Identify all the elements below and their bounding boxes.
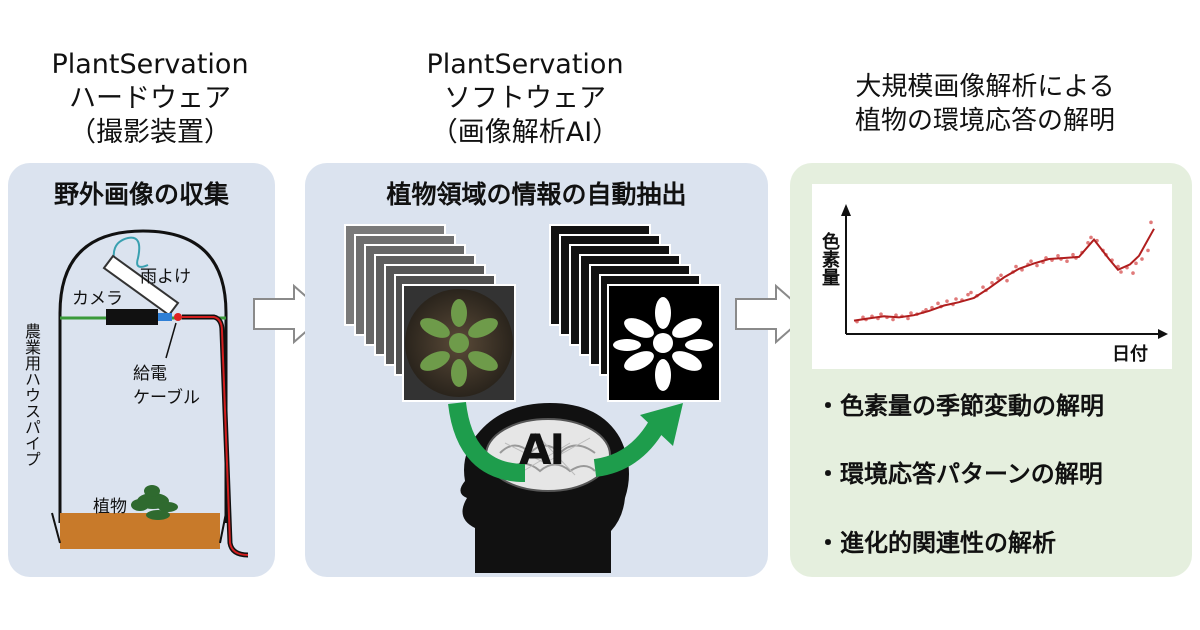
results-title-line2: 植物の環境応答の解明 — [854, 106, 1115, 136]
results-panel: 色素量 日付 ・色素量の季節変動の解明 ・環境応答パターンの解明 ・進化的関連性… — [790, 163, 1192, 577]
observation-point — [999, 273, 1003, 278]
observation-points — [855, 220, 1153, 324]
observation-point — [990, 281, 994, 285]
cable-label-line1: 給電 — [133, 364, 167, 384]
hardware-header: PlantServation ハードウェア （撮影装置） — [0, 48, 300, 150]
plant-label: 植物 — [93, 497, 127, 517]
observation-point — [1131, 271, 1135, 275]
result-bullet-3: ・進化的関連性の解析 — [816, 529, 1056, 557]
hardware-kind: ハードウェア — [69, 83, 231, 114]
y-axis-arrowhead — [841, 204, 851, 216]
observation-point — [906, 316, 910, 321]
hardware-name: PlantServation — [51, 49, 249, 80]
observation-point — [1149, 220, 1153, 225]
image-analysis-illustration — [344, 224, 721, 573]
chart-svg — [841, 204, 1168, 339]
observation-point — [1005, 278, 1009, 283]
hardware-panel-title: 野外画像の収集 — [53, 180, 229, 209]
pipe-label: 農業用ハウスパイプ — [22, 323, 41, 467]
observation-point — [966, 292, 970, 297]
x-axis-arrowhead — [1158, 329, 1168, 339]
observation-point — [879, 312, 883, 316]
hardware-sub: （撮影装置） — [69, 117, 231, 148]
ai-label: AI — [519, 425, 565, 474]
observation-point — [891, 317, 895, 322]
observation-point — [1014, 264, 1018, 269]
observation-point — [981, 285, 985, 289]
chart-y-label: 色素量 — [819, 232, 840, 286]
observation-point — [1035, 263, 1039, 268]
hardware-panel: 野外画像の収集 雨よけ カメラ 給電 ケーブル 植物 — [8, 163, 275, 577]
trend-line — [853, 228, 1155, 322]
observation-point — [1071, 252, 1075, 257]
results-header: 大規模画像解析による 植物の環境応答の解明 — [835, 70, 1135, 138]
cable-label-line2: ケーブル — [133, 388, 200, 408]
software-panel: 植物領域の情報の自動抽出 — [305, 163, 768, 577]
camera-label: カメラ — [72, 289, 123, 309]
observation-point — [1134, 261, 1138, 266]
software-kind: ソフトウェア — [444, 83, 606, 114]
observation-point — [945, 299, 949, 303]
chart-x-label: 日付 — [1112, 344, 1148, 365]
result-bullet-2: ・環境応答パターンの解明 — [816, 460, 1103, 488]
observation-point — [936, 301, 940, 306]
observation-point — [1029, 259, 1033, 263]
rain-cover-label: 雨よけ — [140, 267, 191, 287]
result-bullet-1: ・色素量の季節変動の解明 — [816, 392, 1104, 420]
observation-point — [1065, 259, 1069, 263]
observation-point — [894, 313, 898, 317]
observation-point — [1119, 270, 1123, 274]
observation-point — [1086, 241, 1090, 245]
observation-point — [1140, 257, 1144, 261]
observation-point — [1056, 254, 1060, 258]
observation-point — [969, 290, 973, 295]
observation-point — [996, 276, 1000, 281]
mask-image-stack — [549, 224, 721, 402]
observation-point — [954, 297, 958, 301]
observation-point — [909, 311, 913, 315]
software-name: PlantServation — [426, 49, 624, 80]
software-header: PlantServation ソフトウェア （画像解析AI） — [375, 48, 675, 150]
ai-flow-arrow — [448, 401, 526, 482]
results-title-line1: 大規模画像解析による — [855, 72, 1115, 102]
raw-image-stack — [344, 224, 516, 402]
observation-point — [1146, 248, 1150, 253]
greenhouse-illustration — [51, 229, 249, 558]
software-panel-title: 植物領域の情報の自動抽出 — [386, 180, 687, 209]
observation-point — [1089, 235, 1093, 240]
pigment-chart: 色素量 日付 — [812, 184, 1172, 369]
software-sub: （画像解析AI） — [430, 117, 620, 148]
